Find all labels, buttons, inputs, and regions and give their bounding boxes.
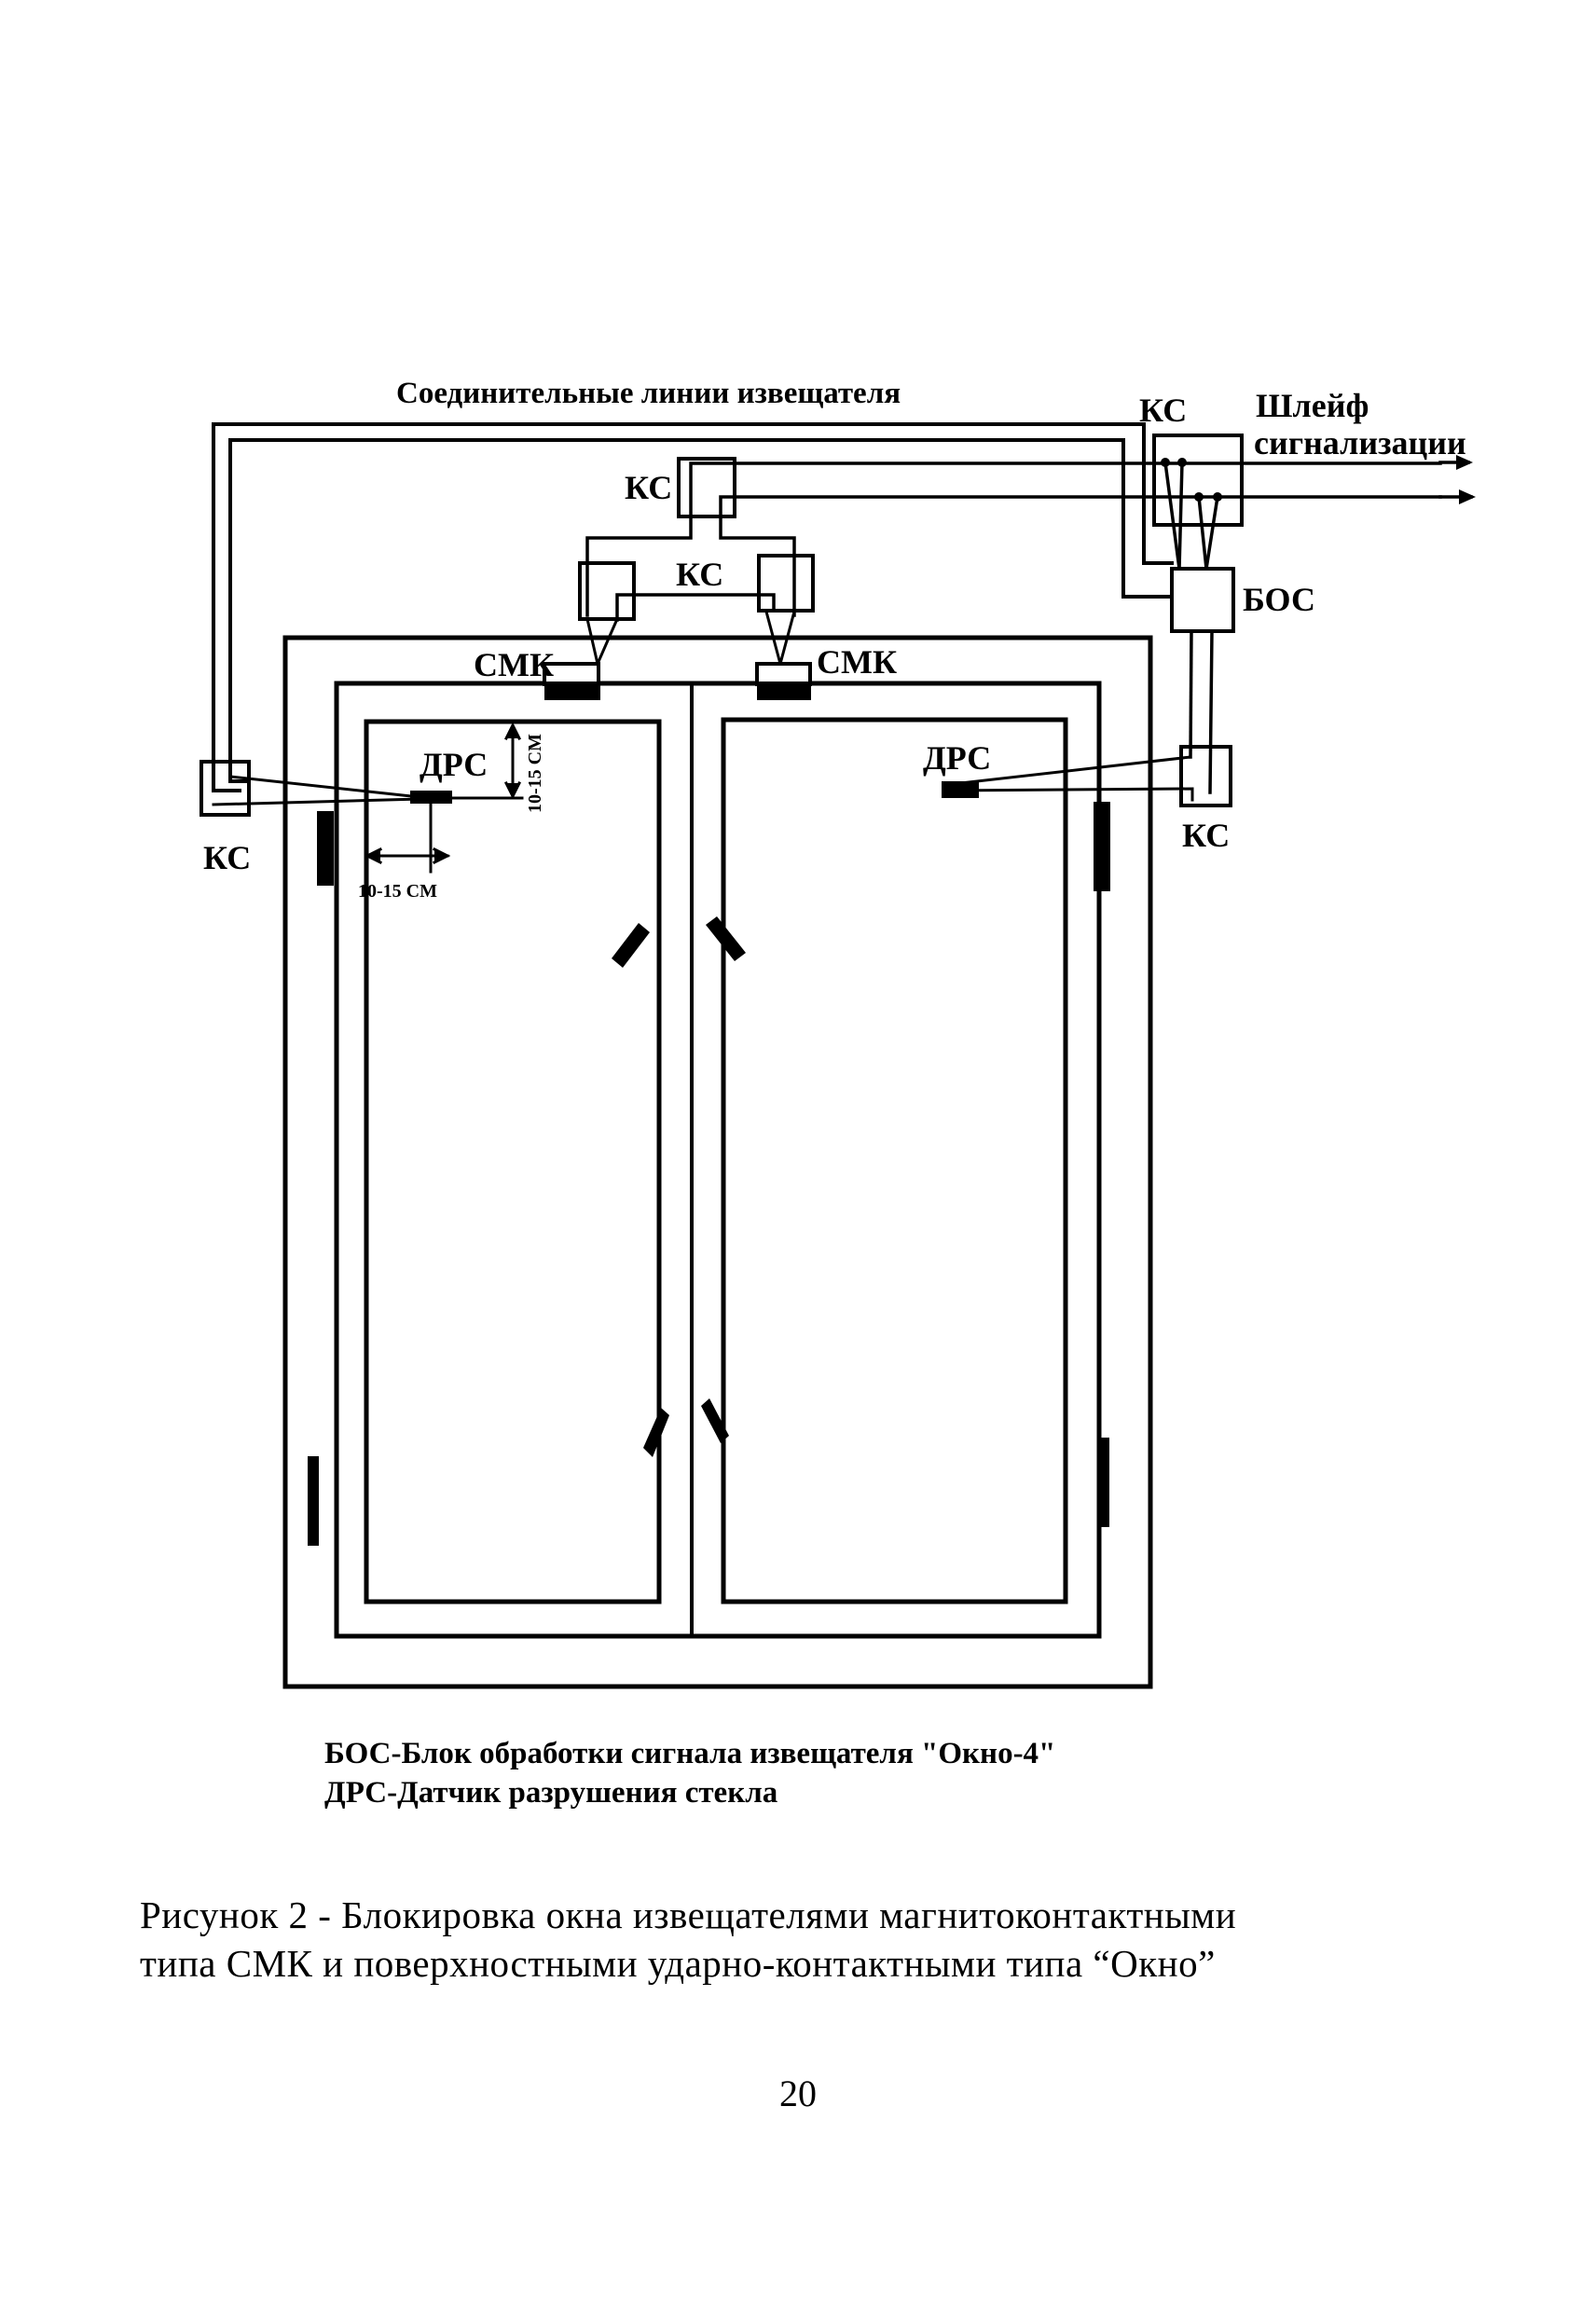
figure-caption: Рисунок 2 - Блокировка окна извещателями… [140, 1891, 1426, 1988]
smk-right-sensor [755, 662, 812, 700]
label-smk-right: СМК [817, 643, 897, 681]
loop-node-3 [1194, 492, 1204, 502]
label-loop-line2: сигнализации [1254, 424, 1466, 461]
caption-line-2: типа СМК и поверхностными ударно-контакт… [140, 1942, 1216, 1985]
loop-node-4 [1213, 492, 1222, 502]
ks-box-left [200, 760, 251, 817]
hinge-right-top [1094, 802, 1110, 891]
label-drs-left: ДРС [420, 746, 488, 783]
smk-left-wires [585, 617, 619, 668]
ks-box-right [1179, 745, 1232, 807]
legend: БОС-Блок обработки сигнала извещателя "О… [324, 1734, 1055, 1812]
bos-wire-b [1208, 629, 1214, 794]
label-smk-left: СМК [474, 646, 554, 683]
handle-left-bottom [643, 1408, 669, 1457]
hinge-left-bottom [308, 1456, 319, 1546]
bos-box [1170, 567, 1235, 633]
loop-node-1 [1161, 458, 1170, 467]
legend-item-bos: БОС-Блок обработки сигнала извещателя "О… [324, 1737, 1056, 1770]
label-dim-vertical: 10-15 СМ [525, 734, 545, 813]
drs-right-wire-b [942, 787, 1194, 802]
loop-arrow-top [1456, 455, 1473, 470]
loop-node-2 [1177, 458, 1187, 467]
drs-left-sensor [410, 791, 452, 804]
window-sash-frame [334, 681, 1102, 1639]
dimension-vertical [503, 722, 522, 800]
ks-box-top [677, 457, 736, 518]
ks-box-left-smk [578, 561, 636, 621]
label-ks-right-top: КС [1139, 392, 1187, 429]
right-glass-pane [721, 717, 1068, 1604]
legend-item-drs: ДРС-Датчик разрушения стекла [324, 1776, 778, 1810]
label-bos: БОС [1243, 581, 1315, 618]
drs-right-wire-a [942, 755, 1192, 787]
label-ks-middle: КС [676, 556, 723, 593]
label-ks-top: КС [625, 469, 672, 506]
window-outer-frame [282, 635, 1153, 1689]
caption-line-1: Рисунок 2 - Блокировка окна извещателями… [140, 1893, 1237, 1936]
hinge-left-top [317, 811, 334, 886]
cable-inner [228, 438, 1174, 783]
label-ks-right: КС [1182, 817, 1230, 854]
label-drs-right: ДРС [923, 739, 991, 777]
ks-box-loop [1152, 434, 1244, 527]
loop-wires [1163, 461, 1473, 571]
connection-lines [212, 422, 1174, 792]
hinge-right-bottom [1098, 1438, 1109, 1527]
left-glass-pane [364, 719, 662, 1604]
label-ks-left: КС [203, 839, 251, 876]
ks-box-right-smk [757, 554, 815, 613]
page-number: 20 [779, 2072, 817, 2114]
ks-middle-link [615, 593, 776, 622]
handle-right-bottom-shape [701, 1398, 729, 1443]
ks-top-wire-b [719, 495, 1442, 617]
dimension-horizontal [364, 798, 451, 874]
drs-left-wire-a [228, 775, 421, 799]
handle-right-top [706, 916, 746, 961]
handle-right-bottom [0, 0, 518, 1408]
bos-wire-a [1189, 629, 1193, 759]
drs-right-sensor [942, 781, 979, 798]
cable-outer [212, 422, 1174, 792]
handle-left-top [612, 923, 650, 968]
diagram-title: Соединительные линии извещателя [396, 377, 901, 410]
label-loop-line1: Шлейф [1256, 387, 1369, 424]
label-dim-horizontal: 10-15 СМ [358, 881, 437, 902]
loop-arrow-bottom [1459, 489, 1476, 504]
smk-left-sensor [543, 662, 600, 700]
drs-left-wire-b [212, 797, 421, 806]
